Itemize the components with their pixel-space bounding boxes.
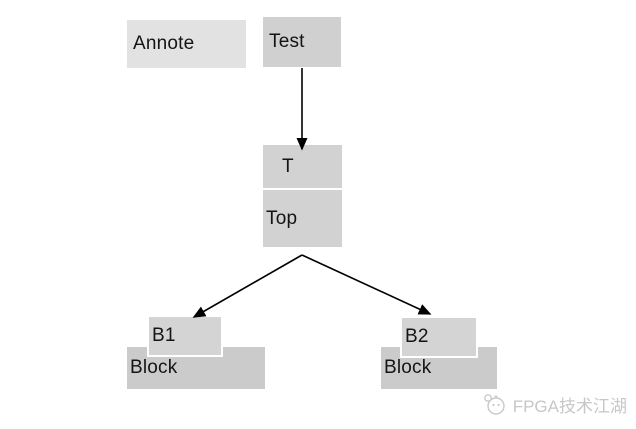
node-annote: Annote	[127, 20, 246, 68]
panda-logo-icon	[483, 394, 505, 415]
node-b2-label: B2	[405, 326, 429, 347]
watermark: FPGA技术江湖	[483, 392, 627, 417]
node-annote-label: Annote	[133, 33, 195, 54]
connector-top-to-b2	[301, 254, 432, 315]
connector-top-to-b1	[192, 254, 303, 318]
watermark-text: FPGA技术江湖	[512, 397, 627, 416]
node-t: T	[263, 145, 342, 188]
node-test-label: Test	[269, 31, 305, 52]
node-b1: B1	[147, 315, 223, 357]
node-block-left-label: Block	[130, 357, 178, 378]
node-t-label: T	[282, 155, 294, 177]
node-b2: B2	[400, 316, 478, 358]
node-b1-label: B1	[152, 325, 176, 346]
node-top: Top	[263, 190, 342, 247]
node-top-label: Top	[266, 207, 298, 229]
node-block-right-label: Block	[384, 357, 432, 378]
node-test: Test	[263, 17, 341, 67]
